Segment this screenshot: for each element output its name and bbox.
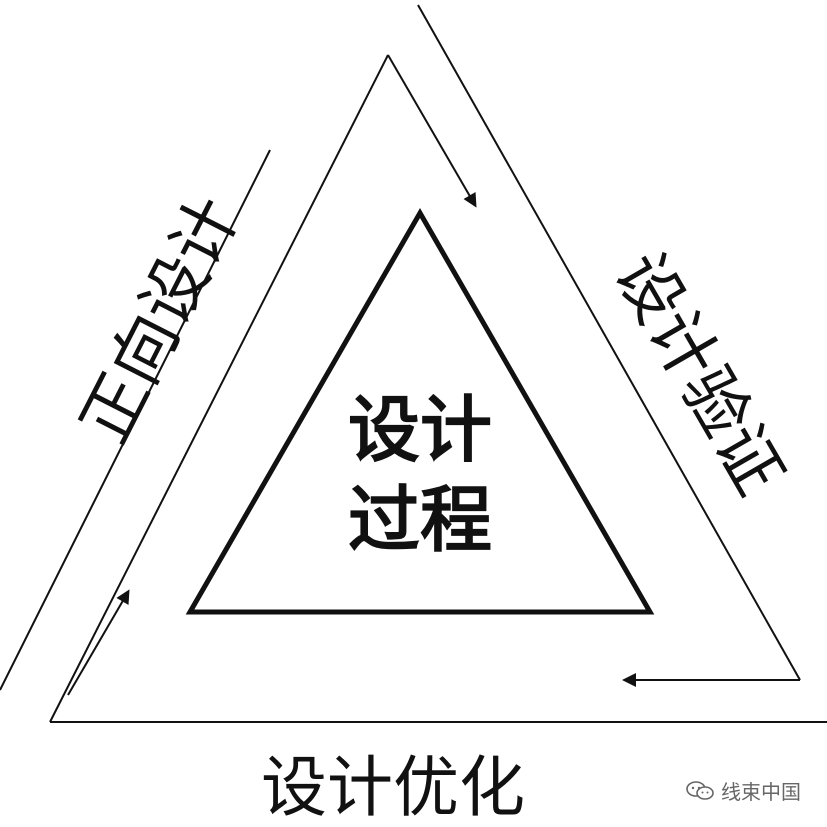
wechat-icon: [686, 780, 714, 800]
bottom-label: 设计优化: [261, 749, 525, 826]
arrow-design-to-verification: [387, 54, 477, 208]
middle-triangle-left-edge: [49, 54, 389, 723]
inner-triangle: [185, 207, 655, 615]
outer-left-edge: [0, 149, 271, 691]
center-label-line1: 设计: [348, 388, 492, 472]
watermark-text: 线束中国: [721, 780, 801, 804]
arrow-optimization-to-design: [67, 589, 130, 696]
center-label-line2: 过程: [348, 478, 492, 562]
right-side-label: 设计验证: [600, 240, 799, 507]
left-side-label: 正向设计: [66, 185, 254, 455]
watermark: 线束中国: [685, 776, 801, 805]
outer-right-edge: [417, 4, 801, 681]
